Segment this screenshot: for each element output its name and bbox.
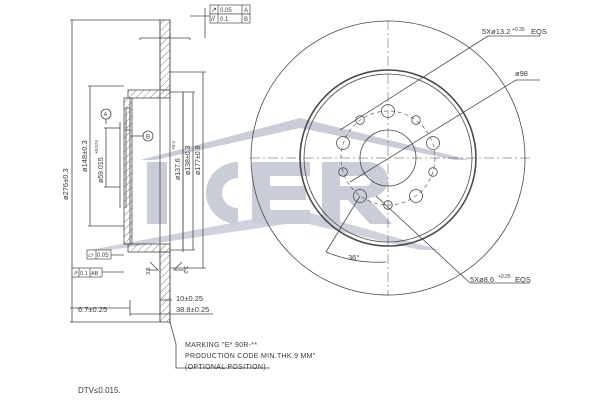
small-holes-suffix: EQS [515, 275, 531, 284]
angle-label: 36° [348, 253, 359, 262]
bolt-holes-label: 5Xø13.2 [482, 27, 510, 36]
dim-outer-diameter: ø276±0.3 [61, 168, 70, 200]
runout-symbol-icon: ↗ [211, 7, 217, 14]
tol-top-value-2: 0.1 [220, 17, 229, 23]
small-holes-tol-upper: +0.25 [498, 274, 511, 280]
datum-b-label: B [146, 135, 150, 141]
roughness-left: 3.2 [146, 267, 152, 275]
parallelism-symbol-icon: // [211, 16, 215, 23]
dim-d137-tol-upper: +0.4 [171, 141, 176, 150]
tol-top-datum-2: B [244, 17, 248, 23]
tol-top-value-1: 0.05 [220, 8, 232, 14]
marking-note-line2: PRODUCTION CODE MIN.THK.9 MM" [185, 353, 316, 360]
datum-a-label: A [104, 113, 108, 119]
bolt-holes-suffix: EQS [531, 27, 547, 36]
tolerance-frame-top [209, 4, 251, 24]
dtv-note: DTV≤0.015. [78, 386, 121, 395]
small-holes [338, 115, 438, 210]
tolerance-frame-flatness [86, 249, 112, 260]
dim-hat-offset: 6.7±0.25 [78, 305, 107, 314]
marking-note-line3: (OPTIONAL POSITION) [185, 364, 266, 371]
bolt-holes-tol-upper: +0.35 [512, 27, 525, 33]
runout-left-datum: AB [91, 271, 99, 277]
bolt-holes [336, 104, 440, 203]
marking-note-line1: MARKING "E* 90R-** [185, 342, 258, 349]
runout-left-value: 0.1 [80, 271, 88, 277]
flatness-symbol-icon: ▱ [88, 252, 94, 259]
flatness-value: 0.05 [97, 253, 109, 259]
front-view [250, 20, 540, 296]
dim-height: 38.8±0.25 [176, 305, 209, 314]
dim-hub-bore-tol-upper: +0.074 [94, 140, 99, 154]
dim-d148: ø148±0.3 [80, 140, 89, 172]
dim-hub-bore: ø59.015 [98, 157, 105, 183]
runout-left-symbol-icon: ↗ [73, 271, 78, 277]
dim-d177: ø177±0.8 [195, 145, 202, 175]
side-section-view [70, 8, 270, 369]
tol-top-datum-1: A [244, 8, 248, 14]
icer-logo-watermark [90, 118, 470, 250]
tolerance-frame-runout-left [71, 267, 103, 278]
dim-thickness: 10±0.25 [176, 294, 203, 303]
pcd-label: ø98 [515, 69, 528, 78]
roughness-right: 3.2 [182, 266, 188, 274]
small-holes-label: 5Xø8.6 [470, 275, 494, 284]
dim-d137: ø137.6 [175, 158, 182, 180]
dim-d138: ø138±0.3 [185, 145, 192, 175]
marking-note: MARKING "E* 90R-** PRODUCTION CODE MIN.T… [185, 340, 316, 373]
